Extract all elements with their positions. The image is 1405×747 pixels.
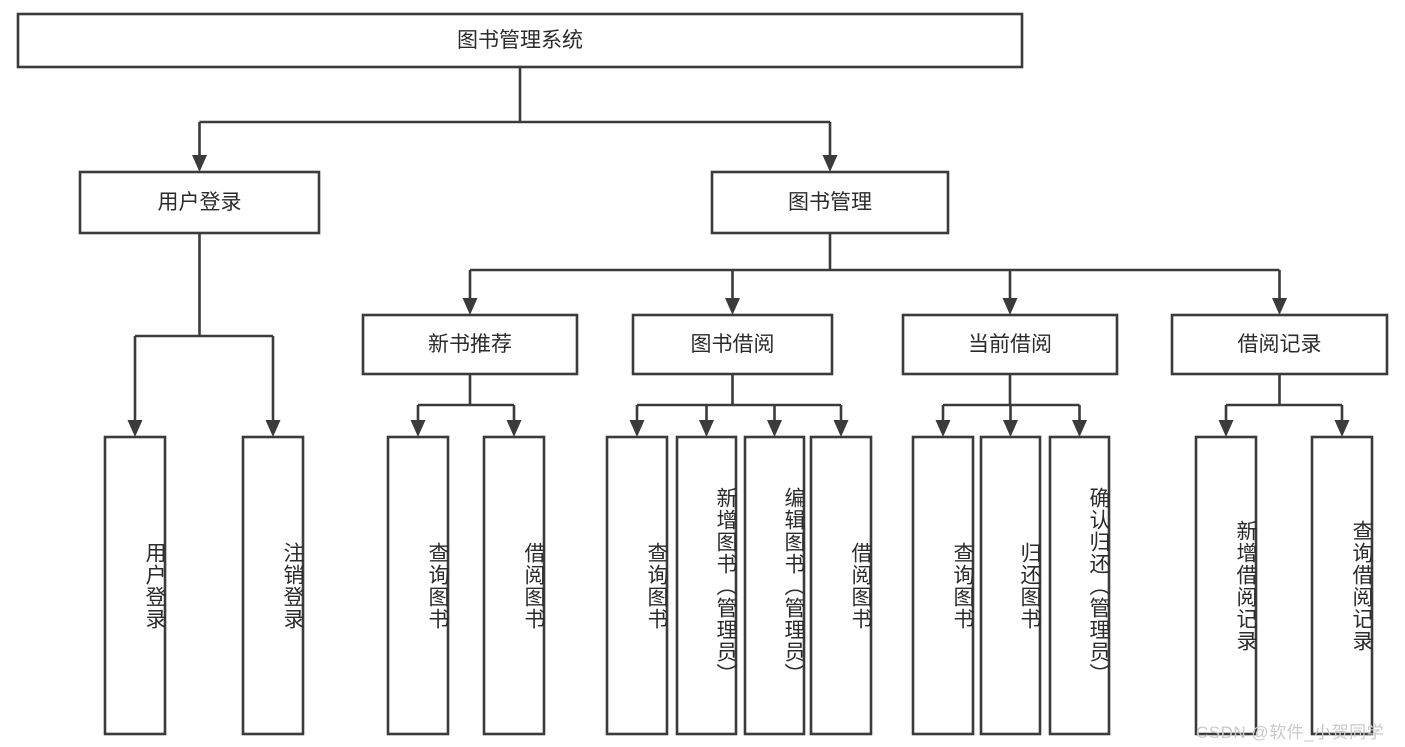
node-box-query-book-3[interactable]: [911, 435, 975, 736]
arrow-into-book-management: [822, 155, 838, 172]
node-box-borrow-book-1[interactable]: [482, 435, 546, 736]
node-box-book-management[interactable]: [710, 170, 950, 235]
node-label-book-borrow: 图书借阅: [691, 333, 775, 356]
arrow-into-borrow-record: [1272, 298, 1287, 315]
watermark-text: CSDN @软件_小贺同学: [1196, 723, 1385, 742]
node-box-query-book-1[interactable]: [386, 435, 450, 736]
node-box-add-borrow-record[interactable]: [1194, 435, 1258, 736]
node-box-user-logout[interactable]: [241, 435, 305, 736]
arrow-into-book-borrow: [725, 298, 740, 315]
arrow-into-borrow-book-1: [506, 420, 522, 437]
node-label-borrow-record: 借阅记录: [1238, 333, 1322, 356]
node-box-current-borrow[interactable]: [901, 313, 1119, 376]
node-box-undefined[interactable]: [16, 12, 1024, 69]
arrow-into-user-login: [192, 155, 207, 172]
node-box-add-book-admin[interactable]: [675, 435, 738, 736]
arrow-into-user-login-do: [127, 420, 143, 437]
node-label-current-borrow: 当前借阅: [968, 333, 1052, 356]
arrow-into-add-book-admin: [699, 420, 714, 437]
arrow-into-query-book-1: [410, 420, 426, 437]
node-box-query-book-2[interactable]: [605, 435, 669, 736]
node-box-confirm-return-admin[interactable]: [1048, 435, 1111, 736]
arrow-into-add-borrow-record: [1218, 420, 1234, 437]
node-box-borrow-record[interactable]: [1170, 313, 1389, 376]
connectors-layer: [127, 67, 1350, 437]
arrow-into-return-book: [1003, 420, 1018, 437]
node-box-edit-book-admin[interactable]: [743, 435, 806, 736]
node-label-new-book-recommend: 新书推荐: [428, 333, 512, 356]
arrow-into-user-logout: [265, 420, 281, 437]
arrow-into-query-book-3: [935, 420, 951, 437]
node-box-return-book[interactable]: [979, 435, 1042, 736]
node-box-book-borrow[interactable]: [631, 313, 834, 376]
node-box-user-login-do[interactable]: [103, 435, 167, 736]
arrow-into-query-book-2: [629, 420, 645, 437]
arrow-into-borrow-book-2: [833, 420, 849, 437]
arrow-into-new-book-recommend: [462, 298, 478, 315]
node-label-undefined: 图书管理系统: [457, 29, 583, 52]
node-label-book-management: 图书管理: [788, 191, 872, 214]
arrow-into-confirm-return-admin: [1072, 420, 1087, 437]
arrow-into-current-borrow: [1002, 298, 1018, 315]
node-box-query-borrow-record[interactable]: [1310, 435, 1374, 736]
node-boxes-layer: [16, 12, 1389, 736]
arrow-into-query-borrow-record: [1334, 420, 1350, 437]
arrow-into-edit-book-admin: [767, 420, 782, 437]
node-box-borrow-book-2[interactable]: [809, 435, 873, 736]
node-box-new-book-recommend[interactable]: [361, 313, 579, 376]
node-box-user-login[interactable]: [78, 170, 321, 235]
node-label-user-login: 用户登录: [158, 191, 242, 214]
